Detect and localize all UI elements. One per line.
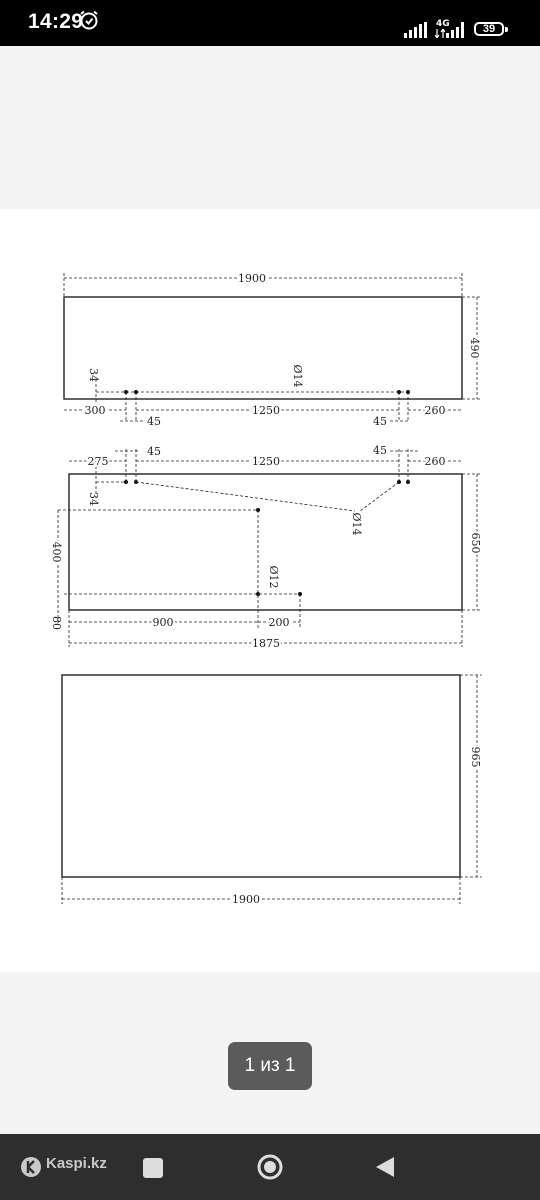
p2-height-label: 650 bbox=[469, 533, 482, 554]
p1-right-offset: 260 bbox=[425, 404, 446, 417]
p2-total-width: 1875 bbox=[252, 637, 280, 650]
battery-tip bbox=[505, 27, 508, 32]
p2-right-offset: 260 bbox=[425, 455, 446, 468]
signal-icon-4g bbox=[435, 29, 445, 38]
p2-right-gap: 45 bbox=[373, 444, 387, 457]
status-time: 14:29 bbox=[28, 10, 84, 33]
p2-left-offset: 275 bbox=[88, 455, 109, 468]
p2-spacing: 1250 bbox=[252, 455, 280, 468]
status-bar: 14:29 4G 39 bbox=[0, 0, 540, 46]
p2-bottom-offset: 80 bbox=[50, 616, 63, 630]
p1-left-gap: 45 bbox=[147, 415, 161, 428]
p2-drill-label: Ø12 bbox=[267, 565, 280, 588]
p3-height-label: 965 bbox=[469, 747, 482, 768]
p2-drill-x: 900 bbox=[153, 616, 174, 629]
p1-hole-label: Ø14 bbox=[291, 364, 304, 387]
battery-icon: 39 bbox=[474, 22, 504, 36]
panel1-outline bbox=[63, 296, 463, 400]
signal-icon bbox=[404, 22, 427, 38]
p3-width-label: 1900 bbox=[232, 893, 260, 906]
panel3-outline bbox=[61, 674, 461, 878]
recents-button[interactable] bbox=[143, 1158, 163, 1178]
p1-spacing: 1250 bbox=[252, 404, 280, 417]
p1-offset-top: 34 bbox=[87, 368, 100, 382]
p2-hole-label: Ø14 bbox=[350, 512, 363, 535]
technical-drawing[interactable]: 1900 490 Ø14 34 300 45 1250 45 260 275 4… bbox=[0, 209, 540, 972]
signal-icon-secondary bbox=[446, 22, 464, 38]
panel2-outline bbox=[68, 473, 463, 611]
home-button[interactable] bbox=[256, 1153, 284, 1181]
p2-drill-height: 400 bbox=[50, 542, 63, 563]
alarm-clock-icon bbox=[80, 10, 98, 30]
network-type: 4G bbox=[436, 19, 450, 29]
image-viewer[interactable]: 1900 490 Ø14 34 300 45 1250 45 260 275 4… bbox=[0, 209, 540, 972]
navigation-bar: Kaspi.kz bbox=[0, 1134, 540, 1200]
p1-left-offset: 300 bbox=[85, 404, 106, 417]
p2-left-gap: 45 bbox=[147, 445, 161, 458]
viewer-background bbox=[0, 46, 540, 209]
p1-right-gap: 45 bbox=[373, 415, 387, 428]
page-counter: 1 из 1 bbox=[228, 1042, 312, 1090]
p1-width-label: 1900 bbox=[238, 272, 266, 285]
brand-label: Kaspi.kz bbox=[46, 1155, 107, 1172]
kaspi-logo-icon bbox=[21, 1157, 41, 1177]
back-button[interactable] bbox=[374, 1155, 396, 1179]
p1-height-label: 490 bbox=[468, 338, 481, 359]
p2-drill-spacing: 200 bbox=[269, 616, 290, 629]
p2-offset-top: 34 bbox=[87, 492, 100, 506]
battery-level: 39 bbox=[482, 23, 496, 35]
